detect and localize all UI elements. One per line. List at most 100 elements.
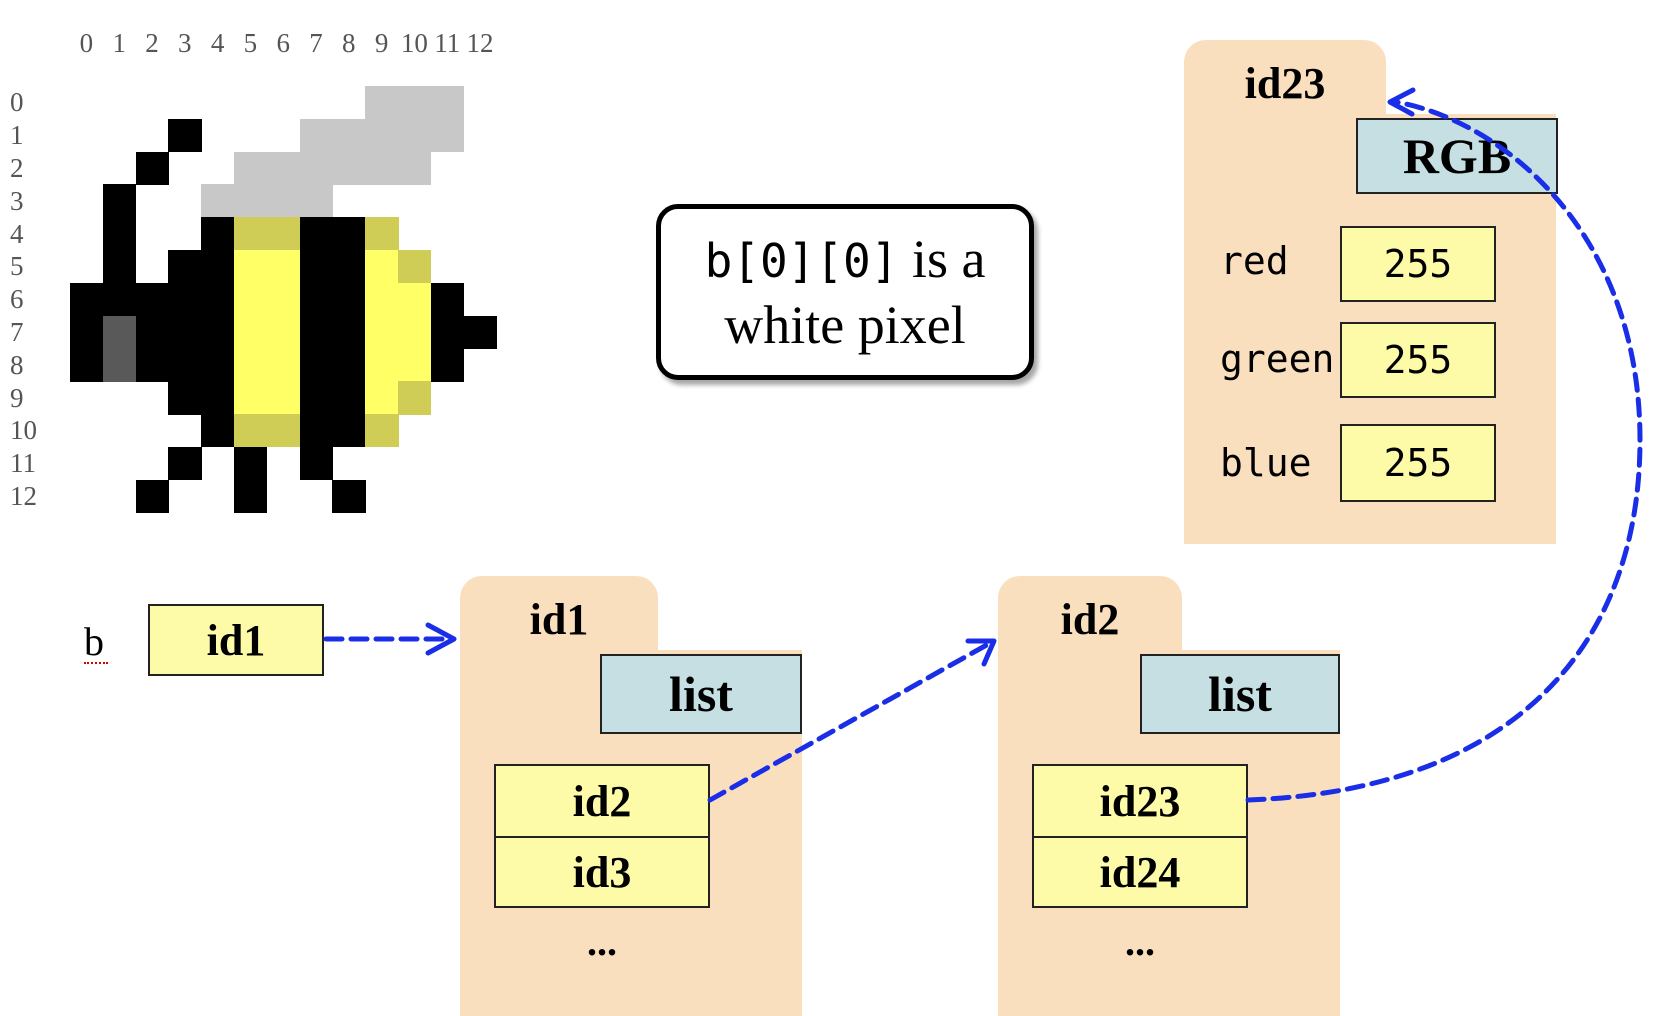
pixel-cell — [398, 118, 432, 153]
pixel-cell — [234, 184, 268, 218]
pixel-cell — [430, 348, 465, 382]
pixel-cell — [70, 348, 104, 382]
pixel-cell — [299, 414, 333, 448]
pixel-cell — [266, 381, 301, 415]
pixel-cell — [398, 282, 432, 317]
pixel-cell — [266, 282, 301, 317]
grid-column-label: 5 — [243, 28, 258, 58]
attribute-value-green: 255 — [1340, 322, 1496, 398]
pixel-cell — [234, 250, 268, 284]
pixel-cell — [234, 348, 268, 382]
folder-type-box: list — [1140, 654, 1340, 734]
list-item-0: id2 — [494, 764, 710, 838]
pixel-cell — [168, 250, 202, 284]
pixel-cell — [332, 250, 366, 284]
grid-column-label: 6 — [276, 28, 290, 58]
pixel-cell — [365, 348, 399, 382]
pixel-cell — [365, 282, 399, 317]
pixel-cell — [201, 348, 235, 382]
pixel-cell — [332, 414, 366, 448]
folder-id-label: id1 — [529, 595, 589, 644]
grid-row-label: 11 — [10, 448, 36, 479]
pixel-cell — [365, 151, 399, 185]
pixel-cell — [135, 479, 169, 513]
pixel-cell — [266, 348, 301, 382]
grid-row-label: 7 — [10, 317, 24, 347]
pixel-cell — [102, 184, 137, 218]
list-ellipsis: ... — [1125, 919, 1155, 964]
pixel-cell — [234, 414, 268, 448]
folder-tab — [998, 576, 1182, 656]
pixel-cell — [168, 446, 202, 481]
grid-row-label: 0 — [10, 87, 24, 118]
pixel-cell — [365, 118, 399, 153]
arrow-id2-to-folder-id2 — [707, 639, 995, 803]
pixel-cell — [430, 282, 465, 317]
pixel-cell — [430, 315, 465, 349]
grid-row-label: 2 — [10, 153, 24, 183]
pixel-cell — [201, 381, 235, 415]
pixel-cell — [135, 348, 169, 382]
grid-row-label: 12 — [10, 481, 37, 511]
callout-line-1: b[0][0] is a — [705, 227, 986, 293]
pixel-cell — [332, 381, 366, 415]
folder-id-label: id2 — [1060, 595, 1120, 644]
callout-code: b[0][0] — [704, 234, 899, 288]
grid-row-label: 8 — [10, 349, 24, 380]
pixel-cell — [234, 217, 268, 251]
callout-line-2: white pixel — [724, 293, 965, 357]
folder-type-box: RGB — [1356, 118, 1558, 194]
attribute-name-red: red — [1220, 239, 1289, 283]
pixel-cell — [332, 151, 366, 185]
grid-row-label: 5 — [10, 251, 24, 282]
pixel-cell — [299, 315, 333, 349]
grid-column-label: 3 — [178, 28, 192, 58]
pixel-cell — [332, 118, 366, 153]
pixel-cell — [102, 217, 137, 251]
folder-type-box: list — [600, 654, 802, 734]
pixel-cell — [201, 250, 235, 284]
pixel-cell — [430, 118, 465, 153]
folder-id-label: id23 — [1244, 59, 1326, 108]
pixel-cell — [135, 151, 169, 185]
grid-column-label: 9 — [374, 28, 389, 58]
pixel-cell — [168, 118, 202, 153]
pixel-cell — [201, 217, 235, 251]
pixel-cell — [266, 184, 301, 218]
pixel-cell — [201, 315, 235, 349]
pixel-cell — [135, 282, 169, 317]
pixel-cell — [168, 348, 202, 382]
grid-column-label: 2 — [145, 28, 159, 58]
pixel-cell — [332, 479, 366, 513]
pixel-cell — [70, 315, 104, 349]
pixel-cell — [365, 414, 399, 448]
grid-row-label: 6 — [10, 284, 24, 315]
pixel-cell — [234, 479, 268, 513]
pixel-cell — [234, 446, 268, 481]
callout-box: b[0][0] is a white pixel — [656, 204, 1034, 380]
pixel-cell — [398, 315, 432, 349]
variable-name: b — [84, 619, 104, 664]
pixel-cell — [299, 118, 333, 153]
pixel-cell — [332, 315, 366, 349]
pixel-cell — [266, 315, 301, 349]
pixel-cell — [266, 151, 301, 185]
pixel-cell — [102, 282, 137, 317]
pixel-cell — [299, 282, 333, 317]
pixel-cell — [299, 446, 333, 481]
arrow-id23-to-folder-id23 — [1245, 99, 1643, 803]
pixel-cell — [266, 250, 301, 284]
pixel-cell — [266, 414, 301, 448]
pixel-cell — [266, 217, 301, 251]
pixel-cell — [234, 315, 268, 349]
list-item-1: id3 — [494, 836, 710, 908]
pixel-cell — [234, 381, 268, 415]
folder-tab — [1184, 40, 1386, 120]
grid-row-label: 9 — [10, 382, 24, 413]
pixel-cell — [70, 282, 104, 317]
pixel-cell — [299, 151, 333, 185]
grid-column-label: 4 — [210, 28, 225, 58]
pixel-cell — [398, 381, 432, 415]
variable-value-box: id1 — [148, 604, 324, 676]
